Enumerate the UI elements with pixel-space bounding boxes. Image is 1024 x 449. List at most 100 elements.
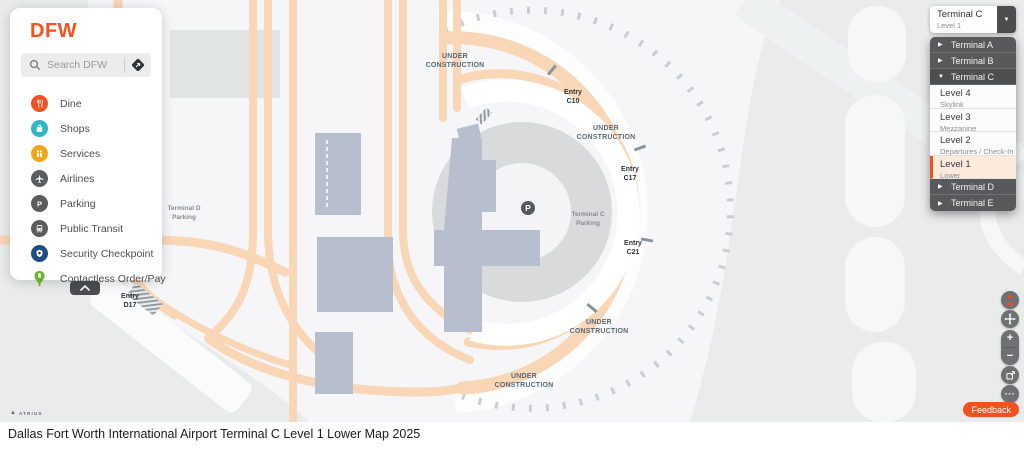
level-name: Level 4 — [940, 88, 971, 99]
pan-icon — [1004, 313, 1016, 325]
entry-c17-label: Entry — [621, 166, 639, 173]
terminal-d-concourse — [90, 276, 252, 413]
chevron-right-icon: ▶ — [938, 184, 943, 190]
share-map-button[interactable] — [1001, 366, 1019, 384]
menu-item-airlines[interactable]: Airlines — [10, 166, 162, 191]
under-construction-label: UNDER — [442, 53, 468, 60]
entry-c21-label: Entry — [624, 240, 642, 247]
under-construction-label: UNDER — [511, 373, 537, 380]
chevron-down-icon: ▼ — [1003, 16, 1010, 23]
menu-item-shops[interactable]: Shops — [10, 116, 162, 141]
page-title: Dallas Fort Worth International Airport … — [8, 427, 421, 441]
menu-item-label: Airlines — [60, 172, 95, 185]
pan-mode-button[interactable] — [1001, 310, 1019, 328]
menu-item-label: Public Transit — [60, 222, 124, 235]
terminal-label: Terminal C — [951, 71, 995, 82]
menu-item-label: Parking — [60, 197, 96, 210]
under-construction-label: UNDER — [593, 125, 619, 132]
search-bar[interactable] — [21, 53, 151, 77]
svg-text:CONSTRUCTION: CONSTRUCTION — [426, 62, 485, 69]
parking-marker[interactable]: P — [521, 201, 535, 215]
collapse-panel-button[interactable] — [70, 281, 100, 295]
zoom-out-button[interactable]: − — [1006, 350, 1014, 362]
airport-map-canvas[interactable]: UNDER CONSTRUCTION Entry C10 UNDER CONST… — [0, 0, 1024, 422]
level-subtitle: Lower — [940, 170, 961, 180]
svg-text:C10: C10 — [567, 98, 580, 105]
svg-text:C17: C17 — [624, 175, 637, 182]
security-checkpoint-icon — [31, 245, 48, 262]
dropdown-terminal-e[interactable]: ▶ Terminal E — [930, 195, 1016, 211]
svg-text:D17: D17 — [124, 302, 137, 309]
entry-d17-label: Entry — [121, 293, 139, 300]
feedback-button[interactable]: Feedback — [963, 402, 1019, 417]
dfw-logo: DFW — [30, 20, 78, 42]
public-transit-icon — [31, 220, 48, 237]
menu-item-label: Dine — [60, 97, 82, 110]
dropdown-level-3[interactable]: Level 3 Mezzanine — [930, 108, 1016, 133]
zoom-in-button[interactable]: + — [1006, 332, 1014, 344]
divider — [124, 57, 125, 73]
menu-item-public-transit[interactable]: Public Transit — [10, 216, 162, 241]
terminal-label: Terminal B — [951, 55, 994, 66]
terminal-label: Terminal E — [951, 198, 994, 208]
dropdown-level-2[interactable]: Level 2 Departures / Check-In — [930, 132, 1016, 156]
menu-item-dine[interactable]: Dine — [10, 91, 162, 116]
svg-text:Parking: Parking — [576, 220, 600, 227]
menu-item-label: Security Checkpoint — [60, 247, 154, 260]
terminal-c-parking-label: Terminal C — [571, 211, 604, 218]
atrius-attribution: ▲ ATRIUS — [10, 410, 43, 416]
terminal-label: Terminal A — [951, 39, 994, 50]
menu-item-security-checkpoint[interactable]: Security Checkpoint — [10, 241, 162, 266]
directions-icon[interactable] — [130, 57, 146, 73]
entry-markers — [126, 64, 654, 316]
svg-text:CONSTRUCTION: CONSTRUCTION — [495, 382, 554, 389]
terminal-structure — [170, 30, 280, 98]
sidebar-panel: DFW Dine S — [10, 8, 166, 286]
menu-item-parking[interactable]: P Parking — [10, 191, 162, 216]
selector-dropdown-button[interactable]: ▼ — [997, 6, 1016, 33]
gate-stubs — [443, 6, 734, 412]
svg-text:CONSTRUCTION: CONSTRUCTION — [570, 328, 629, 335]
atrius-label: ATRIUS — [18, 410, 43, 416]
terminal-label: Terminal D — [951, 181, 995, 192]
level-name: Level 3 — [940, 111, 971, 123]
dropdown-terminal-a[interactable]: ▶ Terminal A — [930, 37, 1016, 53]
airlines-icon — [31, 170, 48, 187]
menu-item-contactless-order-pay[interactable]: Contactless Order/Pay — [10, 266, 166, 291]
terminal-level-selector[interactable]: Terminal C Level 1 ▼ — [930, 6, 1016, 33]
svg-text:Parking: Parking — [172, 214, 196, 221]
airfield-pads — [845, 6, 916, 422]
inner-curbside-band — [461, 79, 640, 346]
dropdown-terminal-d[interactable]: ▶ Terminal D — [930, 179, 1016, 195]
terminal-dropdown: ▶ Terminal A ▶ Terminal B ▼ Terminal C L… — [930, 37, 1016, 211]
terminal-d-parking-label: Terminal D — [167, 205, 200, 212]
services-icon — [31, 145, 48, 162]
chevron-right-icon: ▶ — [938, 200, 943, 207]
person-icon — [1006, 295, 1014, 305]
category-menu: Dine Shops Services Airlines — [10, 87, 166, 291]
more-options-button[interactable]: ··· — [1001, 385, 1019, 403]
level-subtitle: Skylink — [940, 100, 964, 109]
zoom-control: + − — [1001, 330, 1019, 365]
svg-text:C21: C21 — [627, 249, 640, 256]
menu-item-label: Contactless Order/Pay — [60, 272, 166, 285]
under-construction-label: UNDER — [586, 319, 612, 326]
dropdown-terminal-c[interactable]: ▼ Terminal C — [930, 69, 1016, 85]
svg-text:P: P — [37, 199, 42, 208]
terminal-c-building — [434, 123, 540, 332]
atrius-logo-icon: ▲ — [10, 410, 16, 416]
dropdown-level-1-selected[interactable]: Level 1 Lower — [930, 155, 1016, 180]
level-name: Level 1 — [940, 158, 971, 170]
locate-person-button[interactable] — [1001, 291, 1019, 309]
map-labels: UNDER CONSTRUCTION Entry C10 UNDER CONST… — [121, 53, 642, 389]
level-name: Level 2 — [940, 135, 971, 146]
dropdown-level-4[interactable]: Level 4 Skylink — [930, 85, 1016, 109]
svg-text:P: P — [525, 203, 531, 213]
search-input[interactable] — [47, 59, 119, 71]
contactless-order-pay-icon — [31, 270, 48, 287]
parking-structures — [315, 133, 393, 394]
selector-current: Terminal C Level 1 — [930, 6, 997, 33]
menu-item-services[interactable]: Services — [10, 141, 162, 166]
dropdown-terminal-b[interactable]: ▶ Terminal B — [930, 53, 1016, 69]
